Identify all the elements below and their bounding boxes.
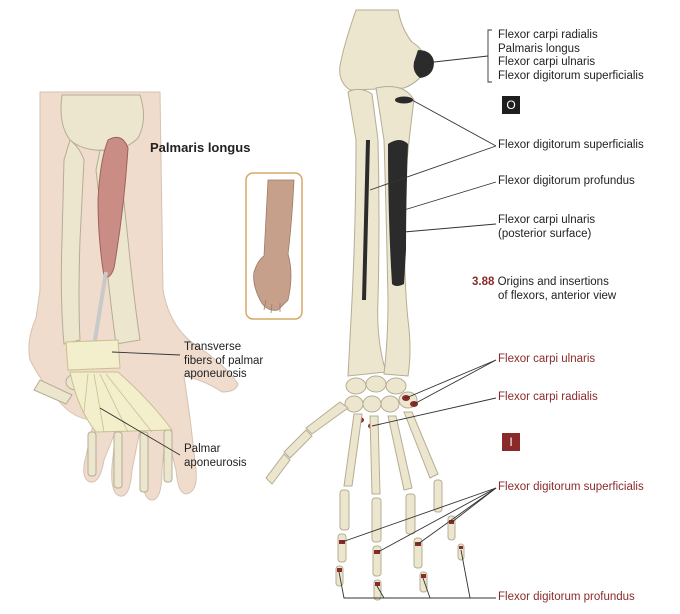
origin-badge: O [502, 96, 520, 114]
palmar-aponeurosis-line-1: Palmar [184, 443, 221, 455]
fcu-posterior-line-1: Flexor carpi ulnaris [498, 214, 596, 226]
caption-line-2: of flexors, anterior view [498, 289, 617, 302]
left-forearm-figure [28, 91, 239, 501]
fdp-origin-label: Flexor digitorum profundus [498, 175, 635, 187]
fdp-origin-area [388, 140, 408, 286]
common-flexor-origin-mark [413, 50, 434, 78]
caption-number: 3.88 [472, 276, 495, 288]
right-carpals [344, 375, 418, 413]
palmar-aponeurosis-label: Palmar aponeurosis [184, 443, 247, 470]
inset-arm-figure [245, 172, 303, 320]
fcr-insertion-label: Flexor carpi radialis [498, 391, 598, 403]
insertion-badge: I [502, 433, 520, 451]
fdp-insertion-label: Flexor digitorum profundus [498, 591, 635, 603]
palmar-aponeurosis [69, 371, 173, 433]
figure-caption: 3.88 Origins and insertions of flexors, … [472, 276, 616, 303]
palmar-aponeurosis-line-2: aponeurosis [184, 456, 247, 469]
fcu-insertion-label: Flexor carpi ulnaris [498, 353, 596, 365]
palmaris-longus-tendon [92, 271, 108, 347]
origin-group-pl: Palmaris longus [498, 42, 580, 55]
right-thumb [265, 429, 313, 485]
origin-group-fcu: Flexor carpi ulnaris [498, 56, 596, 68]
caption-text-1: Origins and insertions [497, 276, 609, 288]
transverse-fibers-label: Transverse fibers of palmar aponeurosis [184, 341, 263, 382]
right-metacarpals [305, 401, 439, 495]
fds-insertion-label: Flexor digitorum superficialis [498, 481, 644, 493]
fds-origin-mark-ulna [395, 96, 413, 104]
palmaris-longus-muscle [97, 136, 129, 278]
fdp-insertion-marks [337, 546, 463, 586]
fds-origin-label: Flexor digitorum superficialis [498, 139, 644, 151]
transverse-fibers-line-3: aponeurosis [184, 368, 247, 380]
palmaris-longus-title: Palmaris longus [150, 140, 251, 155]
inset-fingers [263, 299, 281, 314]
leader-lines [99, 29, 497, 599]
origin-group-label: Flexor carpi radialis Palmaris longus Fl… [498, 29, 644, 83]
fcu-posterior-label: Flexor carpi ulnaris (posterior surface) [498, 214, 595, 241]
origin-group-fds: Flexor digitorum superficialis [498, 69, 644, 82]
origin-group-fcr: Flexor carpi radialis [498, 29, 598, 41]
transverse-fibers-line-2: fibers of palmar [184, 354, 264, 367]
left-phalanges [33, 379, 173, 493]
fds-origin-mark-radius [362, 140, 370, 300]
fcu-posterior-line-2: (posterior surface) [498, 227, 592, 240]
transverse-fibers-band [65, 339, 121, 371]
humerus-distal [339, 9, 427, 91]
caption-line-1: 3.88 Origins and insertions [472, 276, 616, 290]
left-ulna [60, 139, 85, 345]
transverse-fibers-line-1: Transverse [184, 341, 242, 353]
inset-arm [253, 179, 295, 311]
left-elbow-bones [60, 94, 144, 151]
aponeurosis-fibers [83, 373, 153, 433]
